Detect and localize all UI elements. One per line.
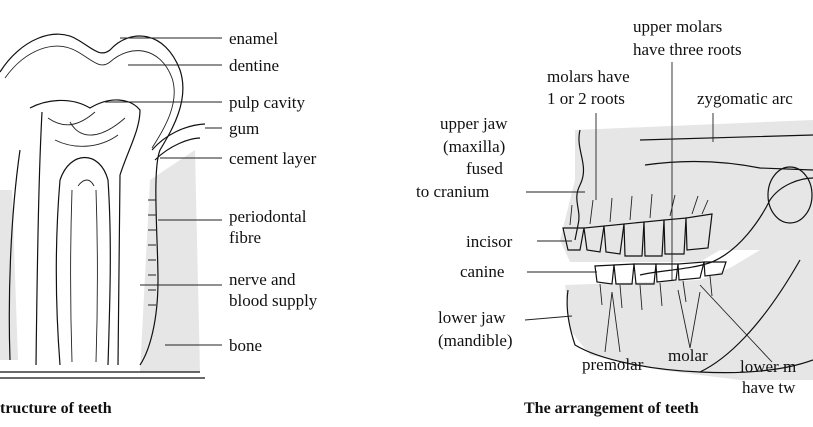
tooth-section-drawing	[0, 33, 206, 379]
label-pulp-cavity: pulp cavity	[229, 93, 306, 112]
skull-drawing	[560, 120, 813, 380]
label-mandible: (mandible)	[438, 331, 513, 350]
label-fused: fused	[466, 159, 503, 178]
maxilla-outline	[574, 129, 585, 241]
right-caption: The arrangement of teeth	[524, 400, 699, 417]
pulp-cavity-outline	[29, 99, 141, 366]
label-1-or-2-roots: 1 or 2 roots	[547, 89, 625, 108]
label-premolar: premolar	[582, 355, 644, 374]
label-periodontal: periodontal	[229, 207, 307, 226]
left-caption: tructure of teeth	[0, 400, 112, 417]
label-bone: bone	[229, 336, 262, 355]
label-molar: molar	[668, 346, 708, 365]
root-canal-inner	[70, 179, 98, 363]
label-incisor: incisor	[466, 232, 513, 251]
label-fibre: fibre	[229, 228, 261, 247]
right-leader-lines	[524, 62, 773, 363]
label-canine: canine	[460, 262, 504, 281]
label-upper-molars: upper molars	[633, 17, 722, 36]
pulp-nerve-lines	[47, 111, 126, 147]
label-have-two: have tw	[742, 378, 796, 397]
label-gum: gum	[229, 119, 259, 138]
lower-teeth-row	[594, 261, 727, 311]
gum-outline	[151, 123, 206, 161]
bone-shading-right	[140, 150, 200, 372]
mandible-outline	[566, 259, 813, 374]
label-enamel: enamel	[229, 29, 278, 48]
condyle-outline	[767, 166, 813, 224]
label-cement-layer: cement layer	[229, 149, 317, 168]
periodontal-fibre-lines	[148, 199, 156, 306]
zygomatic-arch-outline	[639, 134, 813, 171]
tooth-outer-outline	[0, 33, 184, 366]
label-zygomatic-arch: zygomatic arc	[697, 89, 793, 108]
upper-jaw-lower-edge	[639, 177, 813, 276]
bone-shading-left	[0, 190, 18, 360]
label-maxilla: (maxilla)	[443, 137, 505, 156]
label-lower-molars: lower m	[740, 357, 796, 376]
label-upper-jaw: upper jaw	[440, 114, 508, 133]
label-blood-supply: blood supply	[229, 291, 318, 310]
root-canal-left	[8, 149, 111, 366]
jaw-base-lines	[0, 371, 205, 379]
left-leader-lines	[105, 37, 222, 346]
label-molars-have: molars have	[547, 67, 630, 86]
mandible-shading	[565, 240, 813, 380]
upper-teeth-row	[562, 193, 713, 257]
label-have-three-roots: have three roots	[633, 40, 742, 59]
label-lower-jaw: lower jaw	[438, 308, 506, 327]
label-nerve-and: nerve and	[229, 270, 296, 289]
label-dentine: dentine	[229, 56, 279, 75]
enamel-inner-line	[4, 45, 175, 149]
label-to-cranium: to cranium	[416, 182, 489, 201]
